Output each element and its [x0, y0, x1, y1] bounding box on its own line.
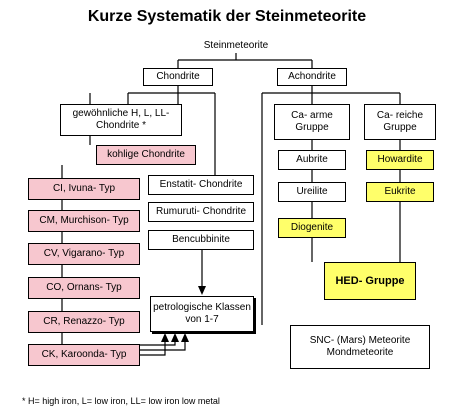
petro-line2: von 1-7: [185, 314, 219, 325]
ca-reiche-line1: Ca- reiche: [376, 110, 424, 121]
node-ck: CK, Karoonda- Typ: [28, 344, 140, 366]
node-co: CO, Ornans- Typ: [28, 277, 140, 299]
node-eukrite: Eukrite: [366, 182, 434, 202]
diagram-title: Kurze Systematik der Steinmeteorite: [87, 8, 367, 25]
arrowhead-petro-2: [171, 333, 179, 342]
node-aubrite: Aubrite: [278, 150, 346, 170]
ca-arme-line1: Ca- arme: [291, 110, 333, 121]
node-howardite: Howardite: [366, 150, 434, 170]
node-cm: CM, Murchison- Typ: [28, 210, 140, 232]
node-diogenite: Diogenite: [278, 218, 346, 238]
node-petrologische-klassen: petrologische Klassen von 1-7: [150, 296, 254, 332]
connector-ck-petro-1: [140, 340, 166, 356]
petro-line1: petrologische Klassen: [153, 302, 251, 313]
node-achondrite: Achondrite: [277, 68, 347, 86]
node-gewoehnliche-chondrite: gewöhnliche H, L, LL- Chondrite *: [60, 104, 182, 136]
arrowhead-petro-3: [181, 333, 189, 342]
ca-arme-line2: Gruppe: [295, 122, 329, 133]
node-rumuruti: Rumuruti- Chondrite: [148, 202, 254, 222]
snc-line2: Mondmeteorite: [326, 347, 394, 358]
arrowhead-petro-top: [198, 286, 206, 295]
connector-ck-petro-2: [140, 340, 176, 346]
node-cv: CV, Vigarano- Typ: [28, 243, 140, 265]
footnote: * H= high iron, L= low iron, LL= low iro…: [22, 396, 220, 406]
gewoehnliche-line2: Chondrite *: [95, 120, 147, 131]
arrowhead-petro-1: [161, 333, 169, 342]
node-chondrite: Chondrite: [143, 68, 213, 86]
gewoehnliche-line1: gewöhnliche H, L, LL-: [72, 108, 170, 119]
node-bencubbinite: Bencubbinite: [148, 230, 254, 250]
snc-line1: SNC- (Mars) Meteorite: [309, 335, 411, 346]
node-cr: CR, Renazzo- Typ: [28, 311, 140, 333]
node-hed-gruppe: HED- Gruppe: [324, 262, 416, 300]
node-ureilite: Ureilite: [278, 182, 346, 202]
connector-ck-petro-3: [140, 340, 186, 351]
node-kohlige-chondrite: kohlige Chondrite: [96, 145, 196, 165]
node-enstatit: Enstatit- Chondrite: [148, 175, 254, 195]
node-snc-mondmeteorite: SNC- (Mars) Meteorite Mondmeteorite: [290, 325, 430, 369]
node-ci: CI, Ivuna- Typ: [28, 178, 140, 200]
node-ca-arme: Ca- arme Gruppe: [274, 104, 350, 140]
node-ca-reiche: Ca- reiche Gruppe: [364, 104, 436, 140]
ca-reiche-line2: Gruppe: [383, 122, 417, 133]
node-steinmeteorite: Steinmeteorite: [203, 40, 269, 51]
